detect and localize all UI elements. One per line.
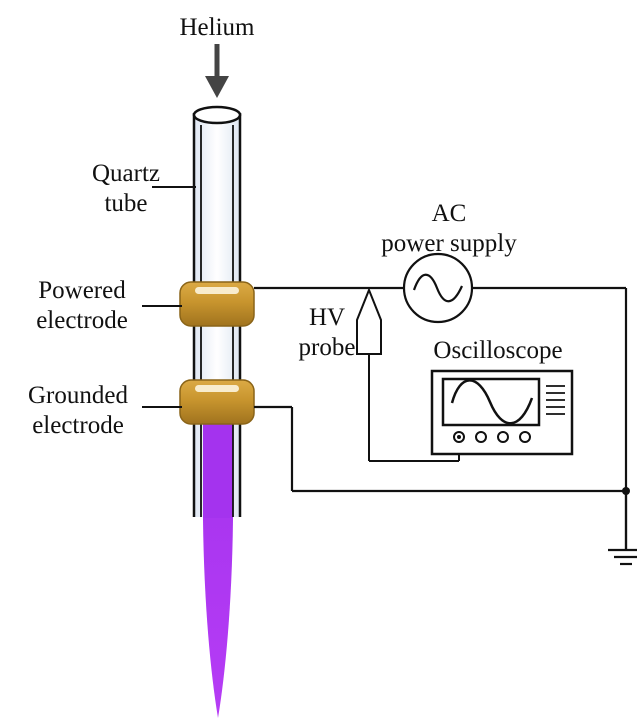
- sine-wave-icon: [402, 252, 474, 324]
- powered-label-line1: Powered: [38, 277, 126, 304]
- probe-label-line2: probe: [299, 334, 356, 361]
- quartz-label-line1: Quartz: [92, 160, 160, 187]
- ac-label-line1: AC: [432, 200, 467, 227]
- helium-label: Helium: [180, 14, 256, 41]
- sine-wave-icon: [450, 379, 534, 425]
- powered-label-line2: electrode: [36, 307, 128, 334]
- oscilloscope-grille: [546, 385, 565, 415]
- ground-circuit-wires: [254, 405, 626, 493]
- powered-electrode: [179, 281, 255, 327]
- grounded-label-line2: electrode: [32, 412, 124, 439]
- probe-label-line1: HV: [309, 304, 345, 331]
- ground-icon: [608, 491, 637, 566]
- ac-label-line2: power supply: [381, 230, 517, 257]
- oscilloscope-label: Oscilloscope: [433, 337, 562, 364]
- grounded-electrode: [179, 379, 255, 425]
- quartz-label-line2: tube: [104, 190, 147, 217]
- grounded-label-line1: Grounded: [28, 382, 128, 409]
- hv-probe: [356, 287, 460, 462]
- oscilloscope: [430, 369, 574, 456]
- oscilloscope-knobs: [453, 431, 531, 443]
- down-arrow-icon: [205, 44, 229, 98]
